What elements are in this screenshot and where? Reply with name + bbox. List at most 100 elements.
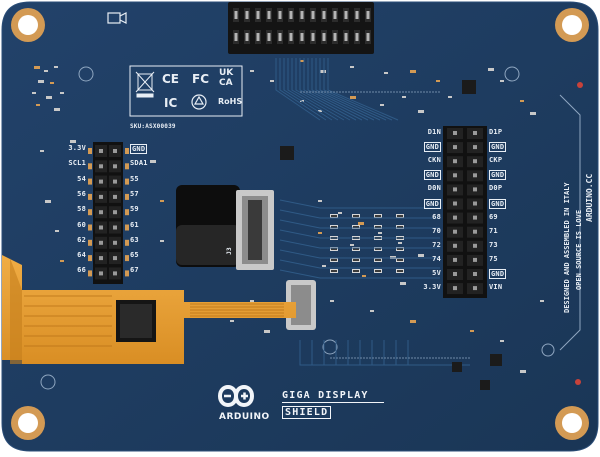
- smd-component: [418, 254, 424, 257]
- fiducial-circle: [78, 66, 94, 82]
- smd-component: [160, 240, 164, 242]
- pin-label: GND: [489, 269, 507, 279]
- smd-component: [40, 150, 44, 152]
- header-pin-tip: [99, 271, 103, 276]
- smd-component: [400, 282, 406, 285]
- smd-component: [448, 96, 452, 98]
- smd-component: [410, 320, 416, 323]
- certification-box: [129, 65, 243, 117]
- pin-label: 67: [130, 266, 139, 275]
- smd-resistor-body: [375, 270, 381, 272]
- smd-component: [318, 232, 322, 234]
- header-pin-tip: [322, 33, 326, 41]
- pin-label: 54: [77, 174, 86, 183]
- header-pin-tip: [473, 173, 477, 178]
- header-pin-tip: [453, 257, 457, 262]
- right-pin-header: [443, 126, 487, 298]
- pin-label: 69: [489, 212, 498, 221]
- pin-label: 68: [432, 212, 441, 221]
- designed-text: DESIGNED AND ASSEMBLED IN ITALY: [563, 182, 571, 313]
- smd-component: [370, 310, 374, 312]
- smd-resistor-body: [375, 259, 381, 261]
- smd-component: [418, 110, 424, 113]
- smd-component: [250, 300, 254, 302]
- chip: [280, 146, 294, 160]
- smd-component: [330, 300, 334, 302]
- smd-component: [300, 60, 304, 62]
- ic-mark: IC: [164, 96, 178, 110]
- header-pin-tip: [311, 33, 315, 41]
- smd-component: [350, 66, 354, 68]
- pin-label: 74: [432, 254, 441, 263]
- trace: [279, 58, 327, 121]
- pad: [88, 148, 92, 154]
- smd-component: [318, 110, 322, 112]
- smd-component: [378, 232, 382, 234]
- weee-bin-icon: [135, 71, 155, 98]
- arduino-logo-icon: [217, 385, 255, 407]
- header-pin-tip: [453, 215, 457, 220]
- header-pin-tip: [473, 131, 477, 135]
- smd-component: [362, 275, 366, 277]
- pin-label: 3.3V: [68, 144, 86, 152]
- fiducial-circle: [322, 339, 338, 355]
- mounting-hole-top-right: [555, 8, 589, 42]
- trace: [315, 58, 381, 121]
- header-pin-tip: [289, 33, 293, 41]
- trace: [311, 58, 375, 121]
- header-pin-tip: [267, 11, 271, 19]
- pin-label: D1N: [427, 128, 441, 136]
- pin-label: 65: [130, 251, 139, 260]
- trace: [279, 269, 440, 279]
- header-pin-tip: [453, 286, 457, 291]
- smd-component: [70, 140, 76, 143]
- smd-component: [410, 70, 416, 73]
- led-red: [575, 379, 581, 385]
- header-pin-tip: [256, 11, 260, 19]
- smd-component: [45, 200, 51, 203]
- header-pin-tip: [453, 187, 457, 192]
- fc-mark: FC: [192, 72, 210, 86]
- smd-component: [54, 66, 58, 68]
- header-pin-tip: [99, 179, 103, 184]
- smd-component: [34, 66, 40, 69]
- header-pin-tip: [99, 210, 103, 215]
- header-pin-tip: [453, 201, 457, 206]
- header-pin-tip: [355, 11, 359, 19]
- chip: [490, 354, 502, 366]
- header-pin-tip: [473, 187, 477, 192]
- smd-resistor-body: [353, 270, 359, 272]
- header-pin-tip: [245, 33, 249, 41]
- header-pin-tip: [113, 194, 117, 199]
- trace: [291, 58, 345, 121]
- pin-label: D0P: [489, 184, 503, 193]
- smd-component: [46, 96, 52, 99]
- pin-label: 70: [432, 226, 441, 235]
- smd-resistor-body: [375, 248, 381, 250]
- smd-resistor-body: [375, 215, 381, 217]
- pad: [88, 224, 92, 231]
- ukca-mark-line1: UK: [219, 68, 234, 78]
- pin-label: SDA1: [130, 159, 148, 168]
- product-name-line2: SHIELD: [282, 406, 332, 419]
- pin-label: 72: [432, 240, 441, 249]
- recycle-icon: [191, 94, 207, 110]
- header-pin-tip: [113, 271, 117, 276]
- product-name-line1: GIGA DISPLAY: [282, 390, 369, 401]
- pin-label: D0N: [427, 184, 441, 193]
- header-pin-tip: [256, 33, 260, 41]
- pin-label: 73: [489, 240, 498, 249]
- smd-component: [358, 222, 364, 225]
- pin-label: GND: [489, 170, 507, 181]
- smd-component: [470, 330, 474, 332]
- smd-component: [338, 212, 342, 214]
- header-pin-tip: [453, 131, 457, 135]
- header-pin-tip: [473, 272, 477, 276]
- smd-component: [318, 200, 322, 202]
- header-pin-tip: [99, 256, 103, 261]
- pad: [125, 209, 129, 216]
- smd-component: [436, 80, 440, 82]
- header-pin-tip: [113, 256, 117, 261]
- smd-resistor-body: [353, 215, 359, 217]
- header-pin-tip: [366, 11, 370, 19]
